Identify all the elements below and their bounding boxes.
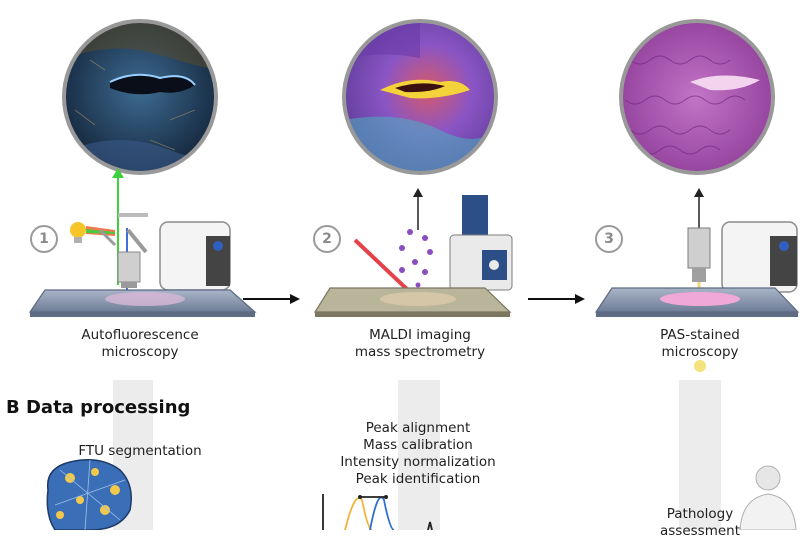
step-number-3: 3: [595, 225, 623, 253]
pathology-line-1: Pathology: [666, 506, 734, 522]
step-label-3: PAS-stained microscopy: [610, 327, 790, 361]
pathology-line-2: assessment: [659, 523, 741, 539]
gray-column-3: [679, 380, 721, 530]
step-label-2: MALDI imaging mass spectrometry: [320, 327, 520, 361]
section-b-heading: B Data processing: [6, 397, 191, 418]
bulb-icon-3: [694, 360, 706, 372]
autofluorescence-setup: [28, 168, 257, 317]
laser-beam: [353, 238, 412, 294]
circle-frame-1: [62, 19, 218, 175]
processing-step-3: Intensity normalization: [340, 454, 496, 470]
step-label-1-line-2: microscopy: [101, 344, 179, 360]
maldi-setup: [313, 188, 513, 317]
processing-step-2: Mass calibration: [363, 437, 473, 453]
ftu-segmentation-label: FTU segmentation: [78, 443, 202, 459]
pathology-assessment-label: Pathology assessment: [640, 506, 760, 540]
processing-step-4: Peak identification: [355, 471, 481, 487]
ion-particles: [399, 229, 433, 288]
gray-column-2: [398, 380, 440, 530]
circle-frame-3: [619, 19, 775, 175]
lightbulb-icon: [70, 222, 86, 238]
step-label-3-line-1: PAS-stained: [660, 327, 740, 343]
step-label-1: Autofluorescence microscopy: [50, 327, 230, 361]
step-label-3-line-2: microscopy: [661, 344, 739, 360]
processing-step-1: Peak alignment: [365, 420, 471, 436]
step-number-1: 1: [30, 225, 58, 253]
ftu-segmentation-image: [46, 459, 132, 530]
step-label-2-line-2: mass spectrometry: [354, 344, 486, 360]
flow-arrows: [243, 294, 585, 304]
spectrum-plot: [322, 494, 433, 530]
step-number-2: 2: [313, 225, 341, 253]
processing-steps: Peak alignment Mass calibration Intensit…: [318, 420, 518, 488]
step-label-2-line-1: MALDI imaging: [369, 327, 471, 343]
step-label-1-line-1: Autofluorescence: [81, 327, 199, 343]
pathologist-icon: [739, 465, 797, 530]
circle-frame-2: [342, 19, 498, 175]
pas-image: [621, 21, 773, 173]
pas-setup: [594, 188, 800, 372]
